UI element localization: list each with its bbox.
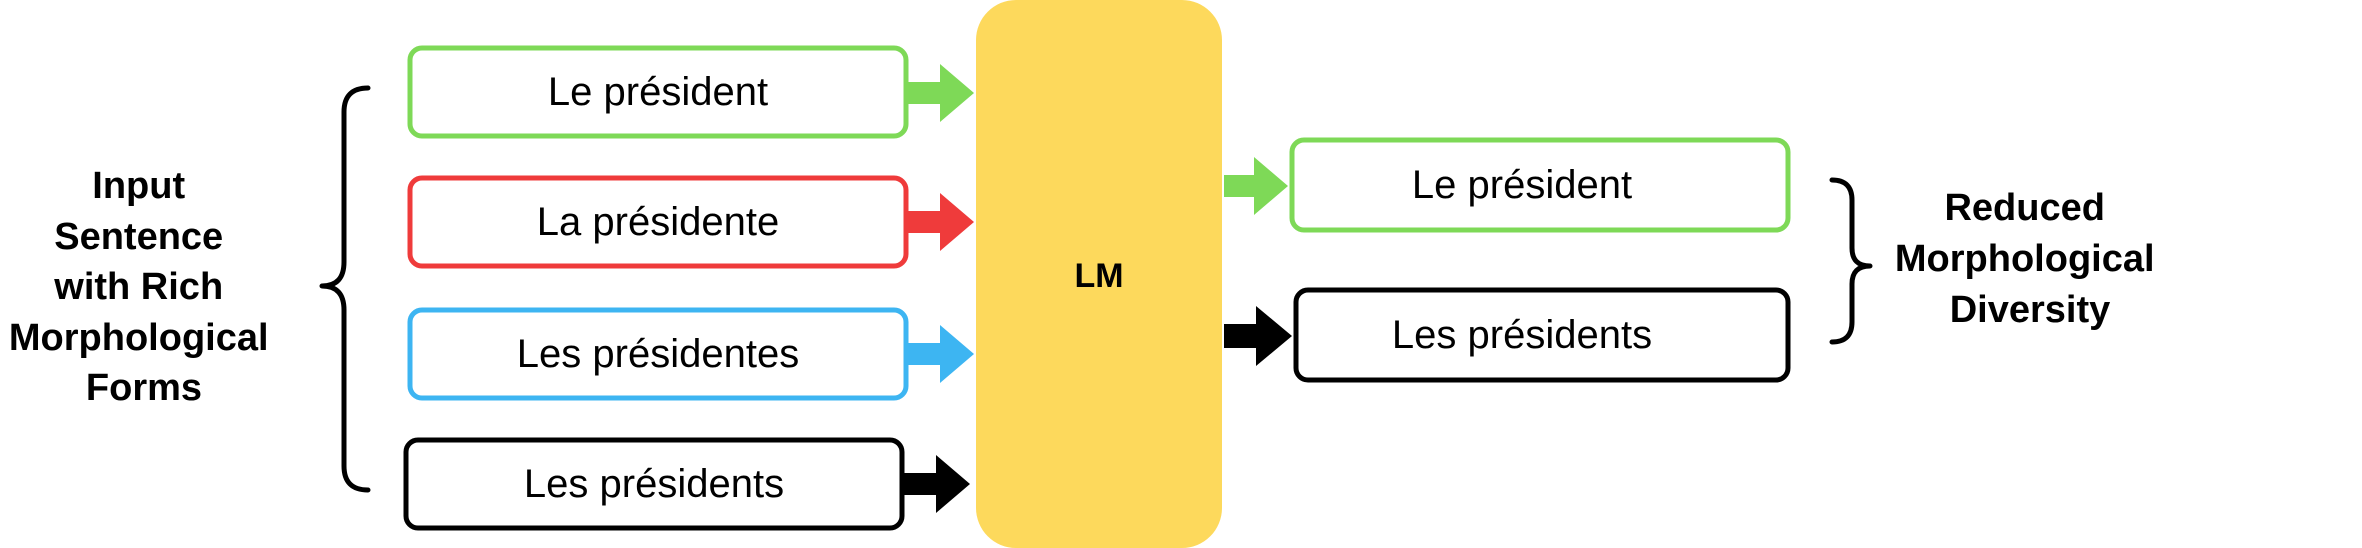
right-label-line-1: Reduced xyxy=(1944,187,2104,229)
right-brace xyxy=(1829,177,1873,345)
right-label: Reduced Morphological Diversity xyxy=(1895,187,2165,331)
left-brace xyxy=(319,85,371,493)
right-label-line-2: Morphological xyxy=(1895,238,2155,280)
input-box-4-text: Les présidents xyxy=(524,462,784,506)
output-box-les-presidents: Les présidents xyxy=(1293,287,1791,383)
arrow-black-in xyxy=(904,455,970,513)
arrow-blue-in xyxy=(908,325,974,383)
right-label-line-3: Diversity xyxy=(1950,289,2111,331)
input-box-4-frame xyxy=(403,437,905,531)
lm-block: LM xyxy=(976,0,1222,548)
input-box-3-frame xyxy=(407,307,909,401)
lm-block-shape xyxy=(976,0,1222,548)
output-box-1-frame xyxy=(1289,137,1791,233)
input-box-1-text: Le président xyxy=(548,70,768,114)
input-box-3-text: Les présidentes xyxy=(517,332,799,376)
input-box-la-presidente: La présidente xyxy=(407,175,909,269)
input-box-le-president: Le président xyxy=(407,45,909,139)
input-box-2-text: La présidente xyxy=(537,200,779,244)
arrow-black-out xyxy=(1224,306,1292,366)
output-box-2-text: Les présidents xyxy=(1392,313,1652,357)
input-box-1-frame xyxy=(407,45,909,139)
arrow-green-out xyxy=(1224,157,1288,215)
left-label-line-3: with Rich xyxy=(53,266,223,308)
arrow-red-in xyxy=(908,193,974,251)
arrow-green-in xyxy=(908,64,974,122)
input-box-les-presidents: Les présidents xyxy=(403,437,905,531)
output-box-le-president: Le président xyxy=(1289,137,1791,233)
left-label-line-1: Input xyxy=(92,165,185,207)
left-label-line-2: Sentence xyxy=(54,216,223,258)
input-box-2-frame xyxy=(407,175,909,269)
output-box-1-text: Le président xyxy=(1412,163,1632,207)
lm-label: LM xyxy=(1074,257,1123,295)
output-box-2-frame xyxy=(1293,287,1791,383)
left-label-line-4: Morphological xyxy=(9,317,269,359)
input-box-les-presidentes: Les présidentes xyxy=(407,307,909,401)
left-label: Input Sentence with Rich Morphological F… xyxy=(9,165,279,409)
left-label-line-5: Forms xyxy=(86,367,202,409)
